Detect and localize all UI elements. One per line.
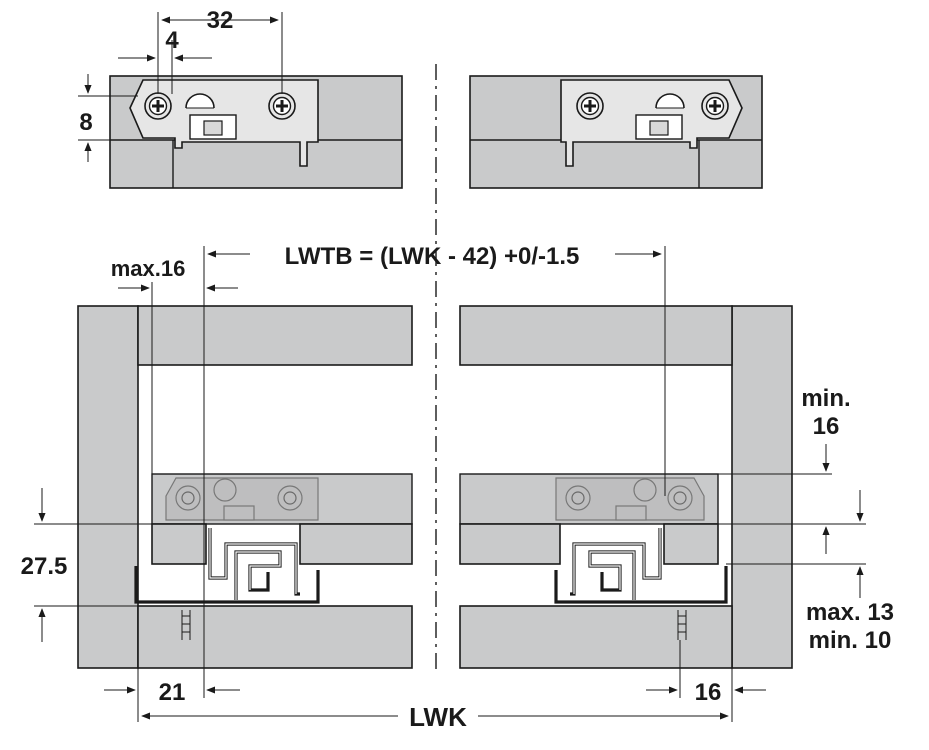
dim-label-16: 16 [695,679,722,706]
dim-label-lwtb: LWTB = (LWK - 42) +0/-1.5 [285,243,580,270]
front-view-left [77,305,413,669]
top-dimensions [78,12,283,162]
drawer-base-left [137,605,413,669]
dim-label-min-10: min. 10 [809,627,892,654]
front-view-right [459,305,793,669]
side-panel-right [731,305,793,669]
dim-label-21: 21 [159,679,186,706]
dim-label-32: 32 [207,7,234,34]
screw-icon [143,91,173,121]
top-view-right [469,75,763,189]
dim-label-4: 4 [165,27,179,54]
dim-label-27-5: 27.5 [21,553,68,580]
dim-label-max-13: max. 13 [806,599,894,626]
dim-label-max-16: max.16 [111,256,186,281]
side-panel-left [77,305,139,669]
drawer-top-left [137,305,413,366]
top-view-left [109,75,403,189]
front-dimensions [34,246,866,722]
screw-icon [267,91,297,121]
screw-icon [700,91,730,121]
dim-label-8: 8 [79,109,92,136]
drawer-base-right [459,605,733,669]
drawer-top-right [459,305,733,366]
screw-icon [575,91,605,121]
dim-label-min-16: 16 [813,413,840,440]
dim-label-min: min. [801,385,850,412]
dim-label-lwk: LWK [409,702,467,732]
